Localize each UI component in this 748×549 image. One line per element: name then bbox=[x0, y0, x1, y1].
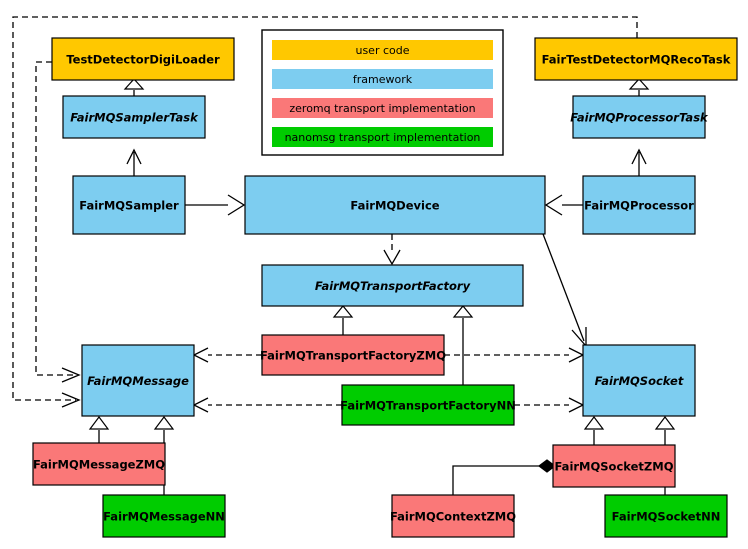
legend-swatch bbox=[272, 98, 493, 118]
edge-digiloader-to-message bbox=[35, 61, 81, 383]
edge-tfzmq-to-socket bbox=[444, 347, 585, 363]
class-node-fairmqsamplertask[interactable]: FairMQSamplerTask bbox=[62, 95, 206, 139]
class-node-fairmqsocketzmq[interactable]: FairMQSocketZMQ bbox=[552, 444, 676, 488]
class-node-testdetectordigiloader[interactable]: TestDetectorDigiLoader bbox=[51, 37, 235, 81]
edge-recotask-to-message bbox=[12, 16, 638, 408]
edge-tfnn-to-socket bbox=[514, 397, 585, 413]
edge-processor-to-processortask bbox=[631, 148, 647, 176]
class-node-label: FairMQTransportFactoryNN bbox=[340, 399, 516, 413]
legend-label: framework bbox=[353, 73, 413, 86]
class-node-box bbox=[72, 175, 186, 235]
legend: user code framework zeromq transport imple… bbox=[261, 29, 504, 156]
class-node-label: FairMQMessageZMQ bbox=[33, 458, 165, 472]
class-node-label: FairMQContextZMQ bbox=[390, 510, 516, 524]
class-node-box bbox=[261, 264, 524, 307]
edge-socketzmq-to-socket bbox=[583, 416, 605, 445]
legend-item-user_code: user code bbox=[272, 40, 493, 60]
legend-swatch bbox=[272, 127, 493, 147]
edge-device-to-transportfactory bbox=[383, 234, 401, 266]
legend-label: zeromq transport implementation bbox=[289, 102, 475, 115]
class-node-label: FairMQSocket bbox=[595, 374, 684, 388]
edge-sampler-to-samplertask bbox=[126, 148, 142, 176]
class-node-label: FairMQProcessor bbox=[584, 199, 694, 213]
class-node-fairmqtransportfactory[interactable]: FairMQTransportFactory bbox=[261, 264, 524, 307]
legend-item-nanomsg: nanomsg transport implementation bbox=[272, 127, 493, 147]
legend-item-framework: framework bbox=[272, 69, 493, 89]
class-node-label: FairMQTransportFactory bbox=[315, 279, 471, 293]
legend-swatch bbox=[272, 40, 493, 60]
class-node-box bbox=[572, 95, 706, 139]
edge-processortask-to-recotask bbox=[628, 78, 650, 96]
class-node-label: FairMQMessageNN bbox=[103, 510, 225, 524]
class-node-label: FairTestDetectorMQRecoTask bbox=[542, 53, 731, 67]
class-node-box bbox=[582, 175, 696, 235]
class-node-box bbox=[62, 95, 206, 139]
class-node-box bbox=[391, 494, 515, 538]
class-node-fairmqprocessor[interactable]: FairMQProcessor bbox=[582, 175, 696, 235]
class-node-fairmqmessagenn[interactable]: FairMQMessageNN bbox=[102, 494, 226, 538]
class-node-box bbox=[341, 384, 515, 426]
class-node-box bbox=[81, 344, 195, 417]
class-node-label: FairMQSampler bbox=[79, 199, 179, 213]
class-node-fairmqprocessortask[interactable]: FairMQProcessorTask bbox=[570, 95, 709, 139]
class-node-box bbox=[32, 442, 166, 486]
class-node-fairmqsocket[interactable]: FairMQSocket bbox=[582, 344, 696, 417]
class-node-box bbox=[552, 444, 676, 488]
legend-label: nanomsg transport implementation bbox=[285, 131, 481, 144]
edge-layer bbox=[12, 16, 676, 495]
edge-tfzmq-to-transportfactory bbox=[332, 305, 354, 335]
edge-tfnn-to-transportfactory bbox=[452, 305, 474, 385]
edge-sampler-to-device bbox=[185, 194, 246, 216]
class-node-fairmqmessage[interactable]: FairMQMessage bbox=[81, 344, 195, 417]
class-node-box bbox=[261, 334, 445, 376]
class-node-label: FairMQTransportFactoryZMQ bbox=[260, 349, 446, 363]
edge-processor-to-device bbox=[544, 194, 583, 216]
class-node-fairmqdevice[interactable]: FairMQDevice bbox=[244, 175, 546, 235]
edge-tfnn-to-message bbox=[192, 397, 342, 413]
class-node-box bbox=[102, 494, 226, 538]
class-node-fairmqmessagezmq[interactable]: FairMQMessageZMQ bbox=[32, 442, 166, 486]
class-node-label: FairMQProcessorTask bbox=[570, 111, 709, 125]
edge-messagezmq-to-message bbox=[88, 416, 110, 443]
class-node-box bbox=[534, 37, 738, 81]
class-node-fairmqtransportfactoryzmq[interactable]: FairMQTransportFactoryZMQ bbox=[260, 334, 446, 376]
class-node-fairmqtransportfactorynn[interactable]: FairMQTransportFactoryNN bbox=[340, 384, 516, 426]
class-node-label: FairMQMessage bbox=[87, 374, 189, 388]
class-node-label: FairMQSocketNN bbox=[612, 510, 721, 524]
edge-tfzmq-to-message bbox=[192, 347, 262, 363]
class-node-label: TestDetectorDigiLoader bbox=[66, 53, 220, 67]
class-node-fairtestdetectormqrecotask[interactable]: FairTestDetectorMQRecoTask bbox=[534, 37, 738, 81]
class-node-box bbox=[244, 175, 546, 235]
class-node-fairmqsocketnn[interactable]: FairMQSocketNN bbox=[604, 494, 728, 538]
class-node-fairmqcontextzmq[interactable]: FairMQContextZMQ bbox=[390, 494, 516, 538]
class-node-box bbox=[51, 37, 235, 81]
node-layer: TestDetectorDigiLoader FairTestDetectorMQ… bbox=[32, 37, 738, 538]
class-node-label: FairMQSocketZMQ bbox=[555, 460, 674, 474]
class-node-box bbox=[604, 494, 728, 538]
class-node-label: FairMQSamplerTask bbox=[70, 111, 199, 125]
class-node-box bbox=[582, 344, 696, 417]
legend-swatch bbox=[272, 69, 493, 89]
class-node-fairmqsampler[interactable]: FairMQSampler bbox=[72, 175, 186, 235]
edge-contextzmq-to-socketzmq bbox=[452, 459, 556, 495]
legend-label: user code bbox=[355, 44, 409, 57]
class-node-label: FairMQDevice bbox=[350, 199, 439, 213]
legend-item-zeromq: zeromq transport implementation bbox=[272, 98, 493, 118]
edge-samplertask-to-digiloader bbox=[123, 78, 145, 96]
edge-device-to-socket bbox=[542, 233, 587, 348]
